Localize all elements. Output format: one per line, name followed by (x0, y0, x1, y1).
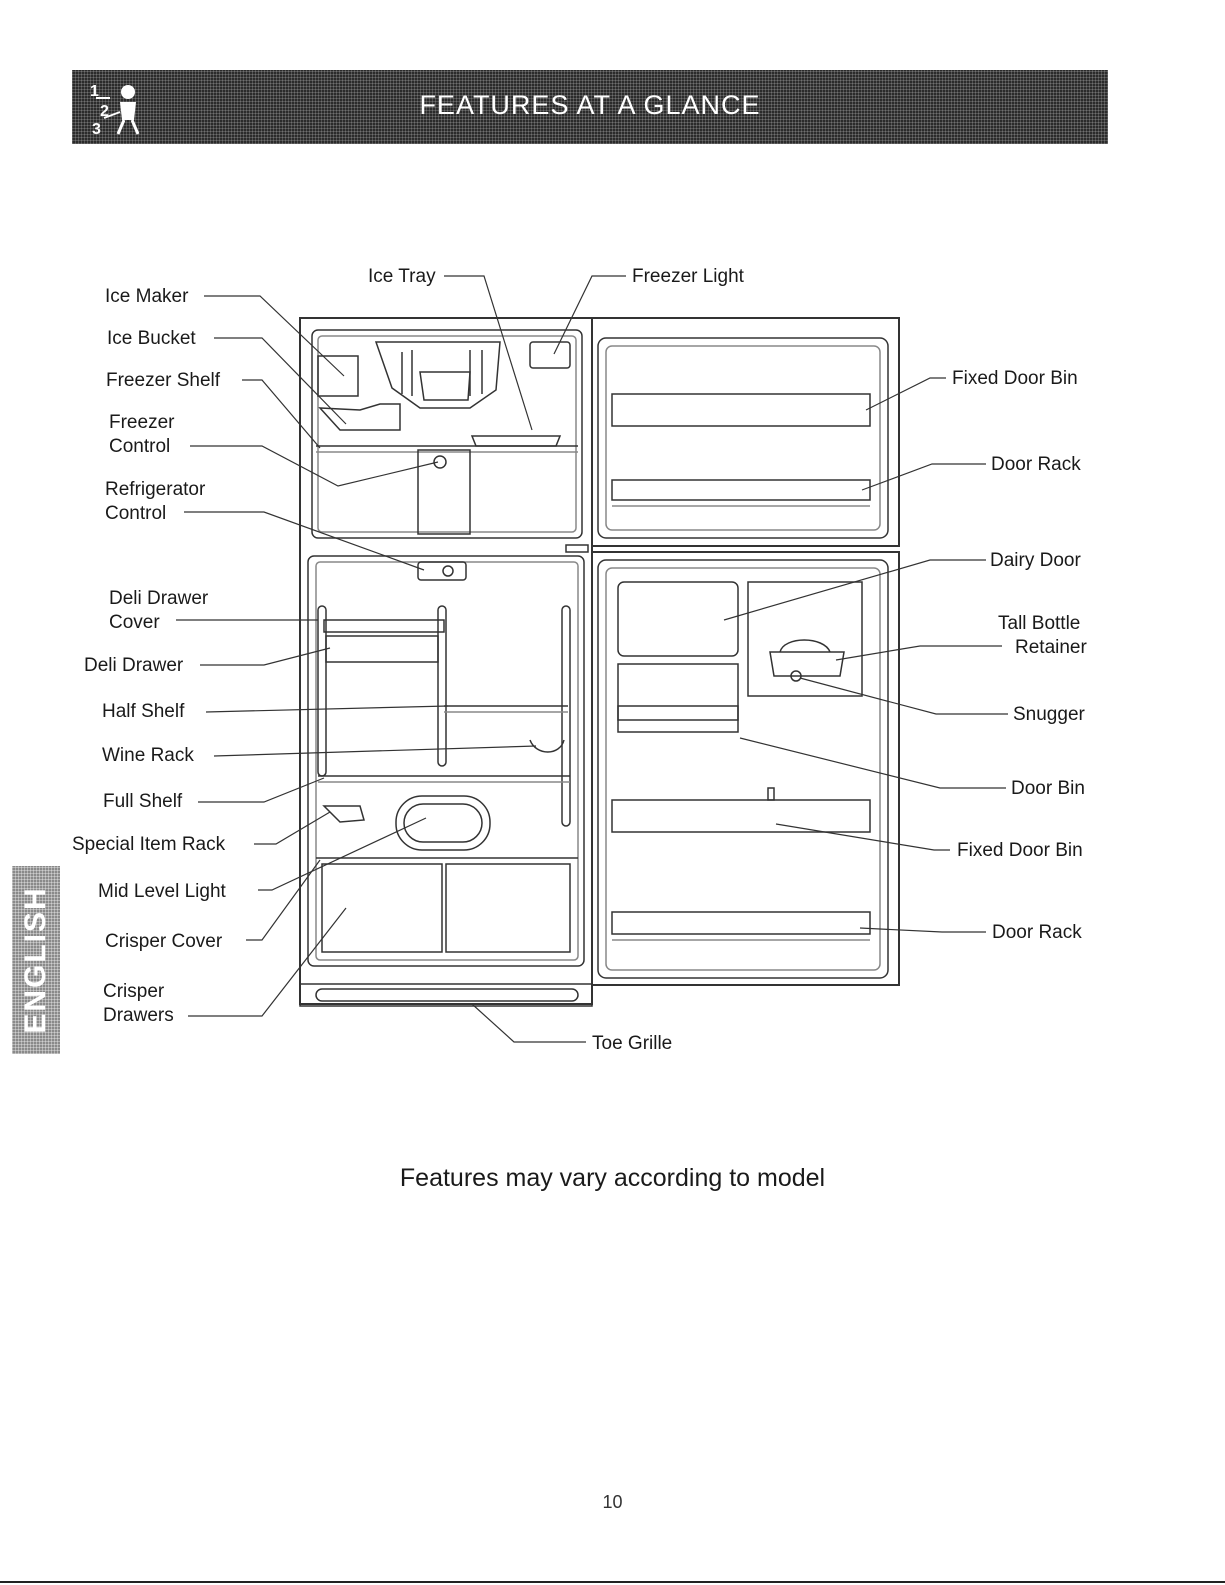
label-fixed-door-bin-top: Fixed Door Bin (952, 368, 1078, 389)
header-banner: 1 2 3 FEATURES AT A GLANCE (72, 70, 1108, 144)
label-deli-drawer-cover-line2: Cover (109, 612, 160, 633)
label-deli-drawer: Deli Drawer (84, 655, 184, 676)
label-mid-level-light: Mid Level Light (98, 881, 226, 902)
label-dairy-door: Dairy Door (990, 550, 1081, 571)
label-ice-tray: Ice Tray (368, 266, 436, 287)
svg-text:2: 2 (100, 103, 109, 120)
features-footnote: Features may vary according to model (399, 1164, 826, 1192)
label-half-shelf: Half Shelf (102, 701, 185, 722)
label-ice-maker: Ice Maker (105, 286, 189, 307)
label-freezer-shelf: Freezer Shelf (106, 370, 221, 391)
steps-figure-icon: 1 2 3 (90, 83, 140, 138)
label-door-bin: Door Bin (1011, 778, 1085, 799)
label-snugger: Snugger (1013, 704, 1085, 725)
label-crisper-drawers-line2: Drawers (103, 1005, 174, 1026)
label-toe-grille: Toe Grille (592, 1033, 673, 1054)
label-ice-bucket: Ice Bucket (107, 328, 196, 349)
page-title: FEATURES AT A GLANCE (419, 90, 761, 120)
label-freezer-light: Freezer Light (632, 266, 744, 287)
svg-text:3: 3 (92, 121, 101, 138)
label-special-item-rack: Special Item Rack (72, 834, 226, 855)
language-tab-label: ENGLISH (19, 886, 52, 1034)
label-tall-bottle-retainer-line1: Tall Bottle (998, 613, 1081, 634)
language-side-tab: ENGLISH (12, 866, 60, 1054)
label-crisper-cover: Crisper Cover (105, 931, 223, 952)
label-refrigerator-control-line2: Control (105, 503, 167, 524)
label-fixed-door-bin-bottom: Fixed Door Bin (957, 840, 1083, 861)
label-freezer-control-line2: Control (109, 436, 171, 457)
refrigerator-illustration (176, 275, 1008, 1043)
bottom-rule (0, 1581, 1225, 1583)
refrigerator-diagram: Ice Maker Ice Bucket Freezer Shelf Freez… (72, 266, 1087, 1054)
label-door-rack-top: Door Rack (991, 454, 1081, 475)
label-deli-drawer-cover-line1: Deli Drawer (109, 588, 209, 609)
page-number: 10 (602, 1492, 623, 1512)
label-freezer-control-line1: Freezer (109, 412, 175, 433)
label-door-rack-bottom: Door Rack (992, 922, 1082, 943)
label-full-shelf: Full Shelf (103, 791, 183, 812)
label-refrigerator-control-line1: Refrigerator (105, 479, 206, 500)
svg-text:1: 1 (90, 83, 99, 100)
label-wine-rack: Wine Rack (102, 745, 194, 766)
label-tall-bottle-retainer-line2: Retainer (1015, 637, 1087, 658)
label-crisper-drawers-line1: Crisper (103, 981, 165, 1002)
